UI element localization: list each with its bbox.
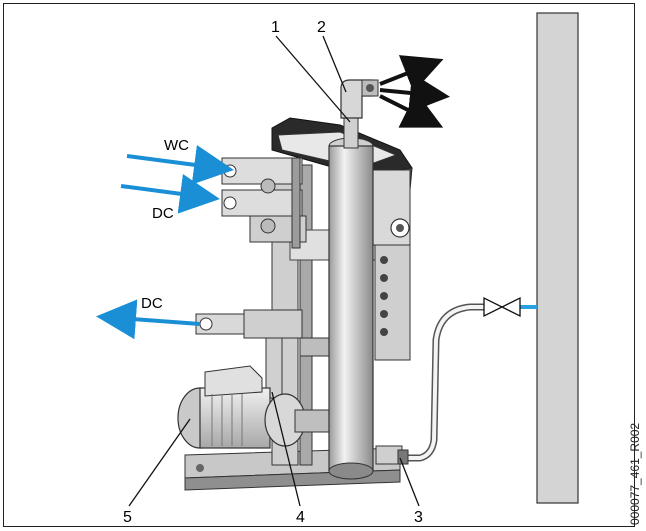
main-column [328, 111, 374, 480]
reference-code: 000077_461_R002 [628, 422, 642, 525]
control-box [371, 169, 411, 361]
callout-1: 1 [271, 19, 280, 36]
exhaust-elbow [340, 79, 379, 119]
callout-4: 4 [296, 509, 305, 526]
wc-inlet-label: WC [164, 137, 189, 154]
flow-arrows [96, 145, 234, 340]
callout-5: 5 [123, 509, 132, 526]
drain-pipe [396, 303, 537, 462]
figure-frame [3, 3, 635, 527]
bottom-outlet [375, 445, 409, 465]
callout-3: 3 [414, 509, 423, 526]
wc-inlet-arrow [126, 145, 234, 185]
callout-lines [128, 35, 420, 507]
wall [536, 12, 579, 504]
dc-outlet-label: DC [141, 295, 163, 312]
valve-icon [483, 296, 521, 318]
outlet-manifold [195, 309, 331, 399]
dc-outlet-arrow [96, 299, 201, 340]
dc-inlet-label: DC [152, 205, 174, 222]
inlet-manifold [221, 157, 307, 249]
dc-inlet-arrow [120, 173, 220, 214]
exhaust-arrows-icon [379, 55, 450, 128]
callout-2: 2 [317, 19, 326, 36]
